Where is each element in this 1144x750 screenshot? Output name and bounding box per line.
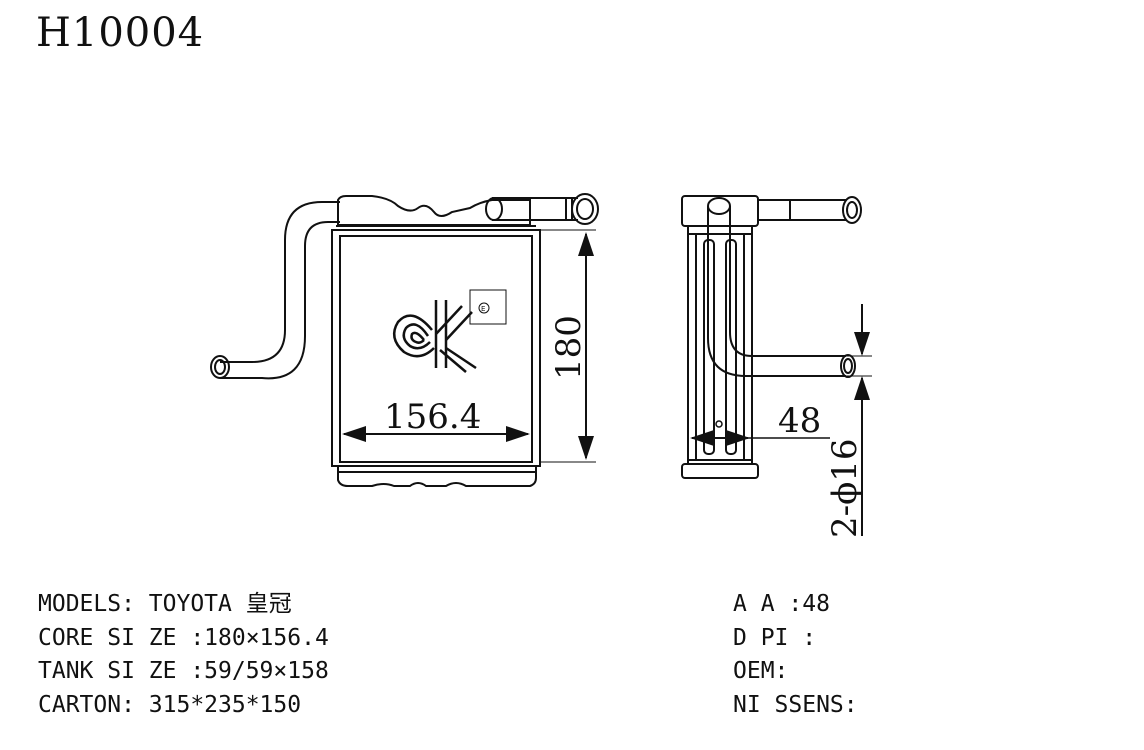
side-view — [681, 195, 872, 536]
spec-oem: OEM: — [733, 658, 789, 684]
spec-core-size: CORE SI ZE :180×156.4 — [38, 624, 329, 651]
left-inlet-pipe — [220, 201, 340, 363]
side-lower-pipe-end — [840, 354, 856, 378]
svg-text:E: E — [481, 305, 485, 313]
front-view: E — [210, 193, 599, 487]
specs-right: A A :48 D PI : OEM: NI SSENS: — [733, 588, 858, 722]
spec-tank-size: TANK SI ZE :59/59×158 — [38, 658, 329, 684]
top-tank — [337, 195, 531, 226]
spec-aa: A A :48 — [733, 591, 830, 617]
width-dimension-label: 156.4 — [384, 397, 481, 437]
spec-dpi: D PI : — [733, 624, 817, 651]
side-upper-pipe-end — [842, 196, 862, 224]
side-top-tank — [681, 195, 759, 227]
pipe-dimension-label: 2-ϕ16 — [825, 438, 865, 538]
ck-logo — [392, 300, 477, 373]
right-outlet-pipe — [492, 197, 578, 221]
height-dimension-label: 180 — [549, 315, 589, 380]
bottom-tank — [337, 465, 537, 487]
specs-left: MODELS: TOYOTA 皇冠 CORE SI ZE :180×156.4 … — [38, 588, 329, 722]
side-lower-pipe — [707, 206, 846, 377]
side-bottom-tank — [681, 463, 759, 479]
left-pipe-end — [210, 355, 230, 379]
spec-nissens: NI SSENS: — [733, 691, 858, 718]
side-upper-pipe — [758, 199, 846, 221]
registered-box — [469, 289, 507, 325]
part-number-title: H10004 — [36, 10, 205, 56]
depth-dimension-label: 48 — [778, 401, 821, 441]
spec-models: MODELS: TOYOTA 皇冠 — [38, 591, 292, 617]
spec-carton: CARTON: 315*235*150 — [38, 691, 302, 718]
